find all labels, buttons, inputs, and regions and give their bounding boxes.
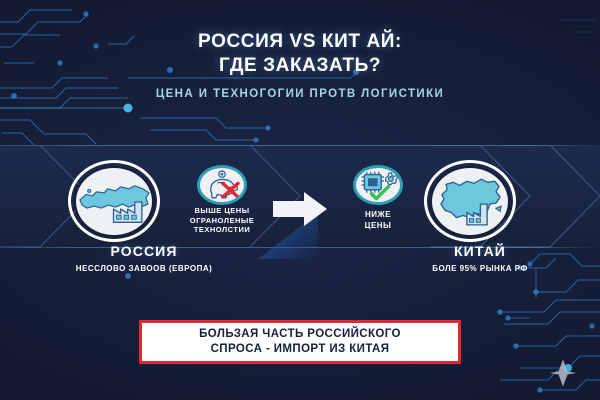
china-badge-ring <box>424 160 516 242</box>
lower-prices-badge-inner <box>353 165 403 205</box>
band-top-divider <box>0 145 600 146</box>
lower-prices-badge <box>353 165 403 205</box>
conclusion-banner-text: БОЛЬЗАЯ ЧАСТЬ РОССИЙСКОГО СПРОСА - ИМПОР… <box>199 327 401 357</box>
china-detail: БОЛЕ 95% РЫНКА РФ <box>432 264 528 273</box>
page-title: РОССИЯ VS КИТ АЙ: ГДЕ ЗАКАЗАТЬ? <box>0 30 600 78</box>
lower-prices-caption-line-2: ЦЕНЫ <box>364 221 392 230</box>
conclusion-banner: БОЛЬЗАЯ ЧАСТЬ РОССИЙСКОГО СПРОСА - ИМПОР… <box>139 320 461 364</box>
russia-badge-ring <box>68 160 160 242</box>
page-subtitle: ЦЕНА И ТЕХНОГОГИИ ПРОТВ ЛОГИСТИКИ <box>155 88 445 100</box>
piggy-bank-crossed-out-icon <box>210 170 240 199</box>
lower-prices-caption-line-1: НИЖЕ <box>364 210 392 219</box>
title-line-1: РОССИЯ VS КИТ АЙ: <box>198 31 402 52</box>
higher-prices-badge <box>197 165 247 205</box>
lower-prices-caption: НИЖЕ ЦЕНЫ <box>338 209 418 231</box>
conclusion-line-1: БОЛЬЗАЯ ЧАСТЬ РОССИЙСКОГО <box>199 328 401 340</box>
russia-name: РОССИЯ <box>110 243 178 259</box>
microchip-gear-check-icon <box>361 171 398 201</box>
conclusion-line-2: СПРОСА - ИМПОРТ ИЗ КИТАЯ <box>210 343 390 355</box>
china-label: КИТАЙ БОЛЕ 95% РЫНКА РФ <box>366 243 594 273</box>
russia-detail: НЕССЛОВО ЗАВООВ (ЕВРОПА) <box>75 264 213 273</box>
china-badge <box>424 160 516 242</box>
higher-prices-caption-line-2: ОГРАНОЛЕНЫЕ <box>189 215 255 225</box>
higher-prices-caption-line-1: ВЫШЕ ЦЕНЫ <box>194 206 250 215</box>
russia-badge <box>68 160 160 242</box>
right-arrow-icon <box>273 192 327 226</box>
higher-prices-caption: ВЫШЕ ЦЕНЫ ОГРАНОЛЕНЫЕ ТЕХНОЛСТИИ <box>172 206 272 235</box>
diamond-shape-icon <box>549 359 577 387</box>
title-line-2: ГДЕ ЗАКАЗАТЬ? <box>218 55 382 76</box>
china-name: КИТАЙ <box>454 243 506 259</box>
higher-prices-badge-inner <box>197 165 247 205</box>
russia-label: РОССИЯ НЕССЛОВО ЗАВООВ (ЕВРОПА) <box>14 243 274 273</box>
higher-prices-caption-line-3: ТЕХНОЛСТИИ <box>193 225 251 234</box>
